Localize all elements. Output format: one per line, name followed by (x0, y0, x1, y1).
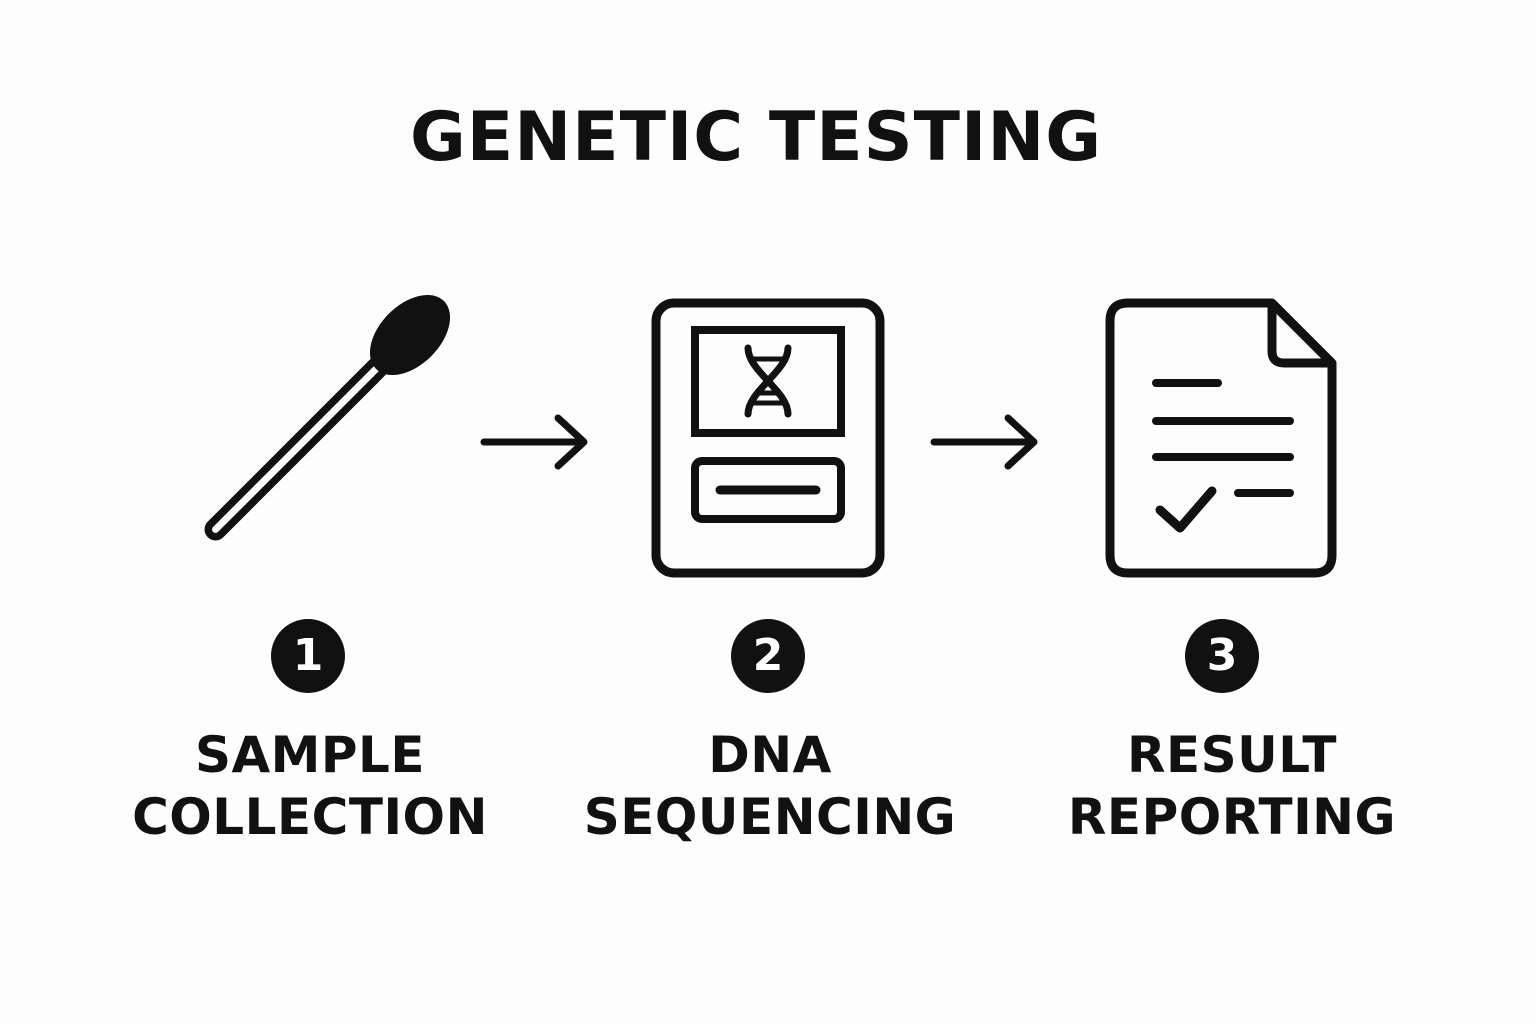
arrow-right-icon (480, 414, 588, 470)
step-1-number-badge: 1 (271, 619, 345, 693)
dna-icon (744, 344, 792, 418)
step-1-label-line-1: SAMPLE (194, 726, 426, 784)
step-3-label-line-1: RESULT (1127, 726, 1337, 784)
dna-sequencer-icon (651, 298, 885, 578)
step-2-label: DNA SEQUENCING (560, 724, 980, 848)
arrow-right-icon (930, 414, 1038, 470)
checkmark-icon (1155, 486, 1217, 533)
step-1-label-line-2: COLLECTION (132, 788, 488, 846)
step-2-number-badge: 2 (731, 619, 805, 693)
step-1-label: SAMPLE COLLECTION (100, 724, 520, 848)
report-document-icon (1105, 298, 1337, 578)
step-3-label: RESULT REPORTING (1022, 724, 1442, 848)
step-3-number-badge: 3 (1185, 619, 1259, 693)
diagram-title: GENETIC TESTING (409, 98, 1103, 177)
step-3-label-line-2: REPORTING (1067, 788, 1397, 846)
step-2-label-line-2: SEQUENCING (583, 788, 957, 846)
swab-icon (204, 294, 451, 541)
step-2-label-line-1: DNA (708, 726, 832, 784)
